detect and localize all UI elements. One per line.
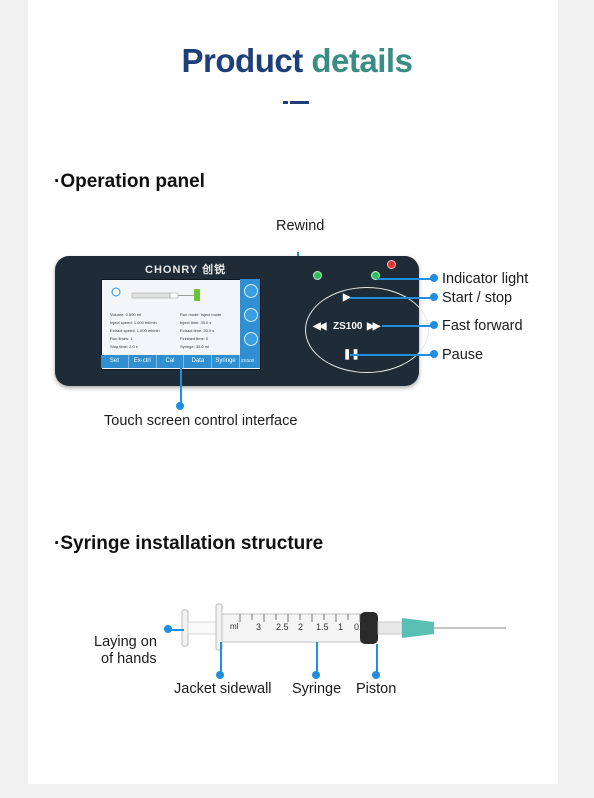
- indicator-dot: [430, 274, 438, 282]
- syringe-graphic-icon: [111, 287, 200, 301]
- title-word-product: Product: [181, 42, 304, 79]
- led-red: [388, 261, 395, 268]
- fast-forward-dot: [430, 321, 438, 329]
- screen-tabs: Set Ex-ctrl Cal Data Syringe: [101, 355, 240, 368]
- setting-run-mode[interactable]: Run mode: Inject mode: [180, 312, 222, 317]
- screen-sidebar: ZS100: [240, 279, 260, 368]
- control-ring: [305, 287, 429, 373]
- lock-icon[interactable]: [244, 332, 258, 346]
- setting-run-times[interactable]: Run times: 1: [110, 336, 133, 341]
- scale-1: 1: [338, 622, 344, 632]
- piston-connector: [376, 644, 378, 674]
- indicator-connector: [377, 278, 433, 280]
- model-label: ZS100: [333, 321, 363, 332]
- setting-syringe[interactable]: Syringe: 30.0 ml: [180, 344, 209, 349]
- laying-dot: [164, 625, 172, 633]
- screen-model-label: ZS100: [241, 358, 255, 363]
- start-stop-label: Start / stop: [442, 290, 513, 306]
- scale-3: 3: [256, 622, 262, 632]
- syringe-dot: [312, 671, 320, 679]
- syringe-unit-label: ml: [230, 622, 239, 631]
- laying-label-line1: Laying on: [94, 634, 157, 650]
- title-decoration-bar: [290, 101, 309, 104]
- setting-stop-time[interactable]: Stop time: 2.0 s: [110, 344, 138, 349]
- tab-cal[interactable]: Cal: [157, 355, 185, 368]
- touch-screen-connector: [180, 368, 182, 404]
- section-operation-panel: ·Operation panel: [54, 171, 205, 192]
- page-title: Product details: [0, 42, 594, 80]
- setting-extract-speed[interactable]: Extract speed: 1.000 ml/min: [110, 328, 160, 333]
- setting-inject-speed[interactable]: Inject speed: 1.000 ml/min: [110, 320, 157, 325]
- fast-forward-label: Fast forward: [442, 318, 523, 334]
- touch-screen-label: Touch screen control interface: [104, 413, 298, 429]
- rewind-icon[interactable]: ◀◀: [313, 321, 326, 332]
- pause-dot: [430, 350, 438, 358]
- piston-dot: [372, 671, 380, 679]
- led-green-left: [314, 272, 321, 279]
- touch-screen[interactable]: Volume: 0.500 ml Inject speed: 1.000 ml/…: [101, 279, 261, 370]
- start-stop-connector: [350, 297, 433, 299]
- indicator-light-label: Indicator light: [442, 271, 529, 287]
- scale-0-5: 0.5: [354, 622, 367, 632]
- play-icon[interactable]: ▶: [343, 292, 351, 303]
- pause-connector: [350, 354, 433, 356]
- led-green-right: [372, 272, 379, 279]
- fast-forward-icon[interactable]: ▶▶: [367, 321, 380, 332]
- brand-logo: CHONRY 创锐: [145, 264, 227, 276]
- fast-forward-connector: [382, 325, 433, 327]
- sidebar-button-2[interactable]: [244, 308, 258, 322]
- jacket-dot: [216, 671, 224, 679]
- start-stop-dot: [430, 293, 438, 301]
- setting-inject-time[interactable]: Inject time: 30.0 s: [180, 320, 212, 325]
- scale-1-5: 1.5: [316, 622, 329, 632]
- tab-set[interactable]: Set: [101, 355, 129, 368]
- setting-volume[interactable]: Volume: 0.500 ml: [110, 312, 141, 317]
- setting-extract-time[interactable]: Extract time: 30.0 s: [180, 328, 215, 333]
- section-syringe-structure: ·Syringe installation structure: [54, 533, 324, 554]
- setting-finished-time[interactable]: Finished time: 0: [180, 336, 209, 341]
- tab-data[interactable]: Data: [184, 355, 213, 368]
- touch-screen-dot: [176, 402, 184, 410]
- tab-ex-ctrl[interactable]: Ex-ctrl: [129, 355, 157, 368]
- syringe-connector: [316, 642, 318, 674]
- piston-label: Piston: [356, 681, 397, 697]
- content-card: [28, 0, 558, 784]
- pause-label: Pause: [442, 347, 484, 363]
- jacket-connector: [220, 642, 222, 674]
- jacket-sidewall-label: Jacket sidewall: [174, 681, 272, 697]
- sidebar-button-1[interactable]: [244, 284, 258, 298]
- title-word-details: details: [311, 42, 413, 79]
- laying-label-line2: of hands: [101, 651, 157, 667]
- syringe-illustration: [181, 603, 506, 651]
- scale-2-5: 2.5: [276, 622, 289, 632]
- syringe-label: Syringe: [292, 681, 342, 697]
- laying-connector: [166, 629, 184, 631]
- rewind-label: Rewind: [276, 218, 325, 234]
- title-decoration: [283, 101, 288, 104]
- tab-syringe[interactable]: Syringe: [212, 355, 240, 368]
- scale-2: 2: [298, 622, 304, 632]
